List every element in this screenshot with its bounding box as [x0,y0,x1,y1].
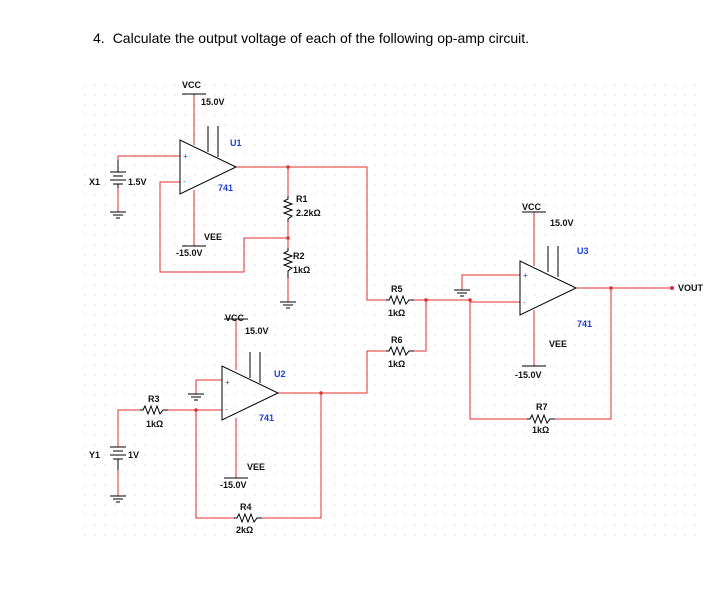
u1-offset-pins [207,126,219,157]
node-vout [670,286,674,290]
u2-vee-label: VEE [247,462,265,472]
u1-vcc-label: VCC [182,80,202,90]
wire-r6-to-node [414,300,427,352]
r2-value: 1kΩ [293,265,310,275]
x1-ground-icon [110,211,126,219]
wire-u2-to-r6 [321,350,386,394]
r1-value: 2.2kΩ [296,208,321,218]
y1-name: Y1 [89,450,100,460]
u3-vee-label: VEE [549,339,567,349]
u3-vcc-label: VCC [522,202,542,212]
r3-value: 1kΩ [146,419,163,429]
r6-resistor-icon [386,345,414,357]
u2-ground-icon [188,393,204,401]
u2-vcc-value: 15.0V [245,326,269,336]
wire-r7-to-output [555,288,612,420]
r3-name: R3 [148,394,160,404]
node-u2-minus [194,408,198,412]
node-summing [424,298,428,302]
r2-resistor-icon [282,248,294,278]
r3-resistor-icon [140,404,168,416]
u3-name: U3 [577,246,589,256]
wires [117,94,672,519]
u2-vee-value: -15.0V [220,480,247,490]
u1-opamp-icon [179,139,238,195]
r1-resistor-icon [282,196,294,222]
node-u3-output [609,286,613,290]
wire-u2-feedback-left [195,410,234,519]
r6-name: R6 [391,335,403,345]
u2-name: U2 [274,369,286,379]
u2-opamp-icon [221,365,280,421]
wire-u1-to-r5 [288,166,386,301]
r2-name: R2 [293,251,305,261]
u3-offset-pins [547,246,559,277]
question-body: Calculate the output voltage of each of … [112,30,530,46]
u3-ground-icon [454,289,470,297]
u1-vee-value: -15.0V [176,248,203,258]
u3-minus-pin: - [523,298,526,307]
question-text: 4. Calculate the output voltage of each o… [93,30,529,46]
components [110,93,578,524]
u1-plus-pin: + [183,152,188,161]
node-u1-output [286,165,290,169]
u1-name: U1 [230,138,242,148]
r4-resistor-icon [234,512,262,524]
opamp-pin-markers: + - + - + - [183,152,528,414]
r5-name: R5 [391,284,403,294]
r2-ground-icon [280,301,296,309]
vout-label: VOUT [678,283,704,293]
r5-resistor-icon [386,294,414,306]
wire-u3-feedback-loop [469,300,527,420]
y1-value: 1V [128,450,139,460]
u3-vcc-value: 15.0V [550,218,574,228]
u1-vee-label: VEE [204,232,222,242]
u2-minus-pin: - [225,405,228,414]
u2-vcc-label: VCC [225,313,245,323]
x1-battery-icon [110,160,126,188]
u1-model: 741 [218,183,233,193]
u3-model: 741 [577,319,592,329]
u1-vcc-value: 15.0V [201,97,225,107]
wire-u1-feedback [159,181,288,273]
u1-minus-pin: - [183,177,186,186]
u3-plus-pin: + [523,271,528,280]
x1-value: 1.5V [128,177,147,187]
wire-x1-to-u1-plus [117,155,180,160]
u2-model: 741 [259,413,274,423]
u3-opamp-icon [519,260,578,316]
r7-value: 1kΩ [532,425,549,435]
r4-value: 2kΩ [236,525,253,535]
y1-ground-icon [110,495,126,503]
u2-plus-pin: + [225,378,230,387]
r7-name: R7 [536,402,548,412]
schematic-grid [82,80,700,543]
x1-name: X1 [89,177,100,187]
wire-y1-to-r3 [117,409,140,447]
r1-name: R1 [296,194,308,204]
u2-offset-pins [249,352,261,383]
r5-value: 1kΩ [388,308,405,318]
node-u2-output [319,391,323,395]
node-u1-feedback [286,236,290,240]
question-number: 4. [93,30,105,46]
wire-u2-feedback-right [262,393,322,519]
y1-battery-icon [110,446,126,470]
junction-nodes [194,165,674,412]
r7-resistor-icon [527,413,555,425]
u3-vee-value: -15.0V [515,370,542,380]
r4-name: R4 [240,502,252,512]
wire-u3-plus-to-ground [461,274,520,290]
r6-value: 1kΩ [388,359,405,369]
node-u3-minus [468,298,472,302]
wire-u2-plus-to-ground [195,379,222,394]
